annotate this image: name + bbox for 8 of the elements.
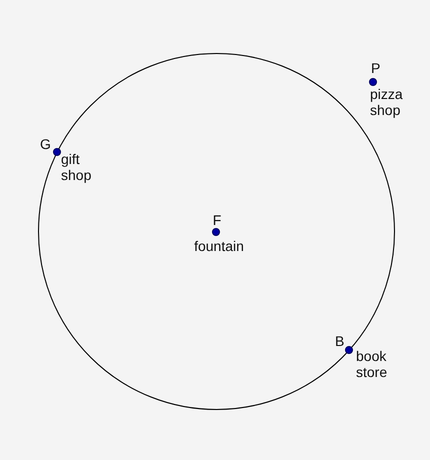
point-letter: B [335, 333, 346, 349]
place-label: gift shop [61, 151, 92, 183]
place-label: book store [356, 348, 388, 380]
place-label: fountain [193, 238, 245, 254]
point-letter: P [371, 60, 382, 76]
place-label: pizza shop [370, 86, 404, 118]
point-letter: G [40, 136, 52, 152]
point-letter: F [212, 212, 222, 228]
